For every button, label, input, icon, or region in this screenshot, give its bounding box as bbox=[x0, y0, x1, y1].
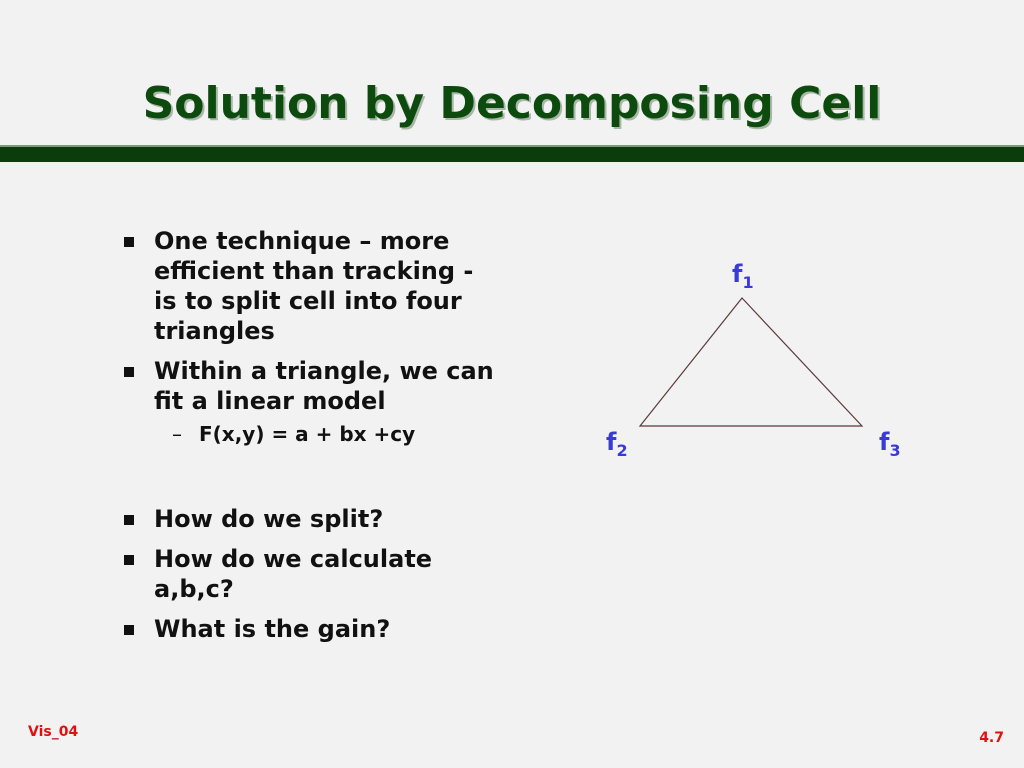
footer-course-code: Vis_04 bbox=[28, 724, 79, 740]
vertex-label-f3: f3 bbox=[879, 428, 901, 460]
bullet-item-4: How do we calculate a,b,c? bbox=[122, 544, 502, 604]
bullet-text: Within a triangle, we can fit a linear m… bbox=[154, 357, 494, 415]
footer-slide-number: 4.7 bbox=[979, 730, 1004, 746]
square-bullet-icon bbox=[124, 367, 134, 377]
title-divider-thin bbox=[0, 145, 1024, 147]
bullet-text: One technique – more efficient than trac… bbox=[154, 227, 474, 345]
bullet-list: One technique – more efficient than trac… bbox=[122, 226, 502, 654]
bullet-item-2: Within a triangle, we can fit a linear m… bbox=[122, 356, 502, 416]
sub-bullet-item: – F(x,y) = a + bx +cy bbox=[122, 420, 502, 448]
bullet-text: How do we calculate a,b,c? bbox=[154, 545, 433, 603]
bullet-item-1: One technique – more efficient than trac… bbox=[122, 226, 502, 346]
vertex-label-f2: f2 bbox=[606, 428, 628, 460]
square-bullet-icon bbox=[124, 555, 134, 565]
triangle-diagram: f1 f2 f3 bbox=[606, 260, 901, 460]
slide-title: Solution by Decomposing Cell bbox=[142, 78, 882, 129]
bullet-text: How do we split? bbox=[154, 505, 384, 533]
sub-bullet-text: F(x,y) = a + bx +cy bbox=[199, 422, 416, 446]
square-bullet-icon bbox=[124, 515, 134, 525]
bullet-item-5: What is the gain? bbox=[122, 614, 502, 644]
vertex-label-f1: f1 bbox=[732, 260, 754, 292]
dash-bullet-icon: – bbox=[172, 422, 182, 446]
bullet-text: What is the gain? bbox=[154, 615, 391, 643]
bullet-item-3: How do we split? bbox=[122, 504, 502, 534]
title-divider-bar bbox=[0, 147, 1024, 162]
square-bullet-icon bbox=[124, 237, 134, 247]
square-bullet-icon bbox=[124, 625, 134, 635]
triangle-shape bbox=[638, 297, 864, 427]
